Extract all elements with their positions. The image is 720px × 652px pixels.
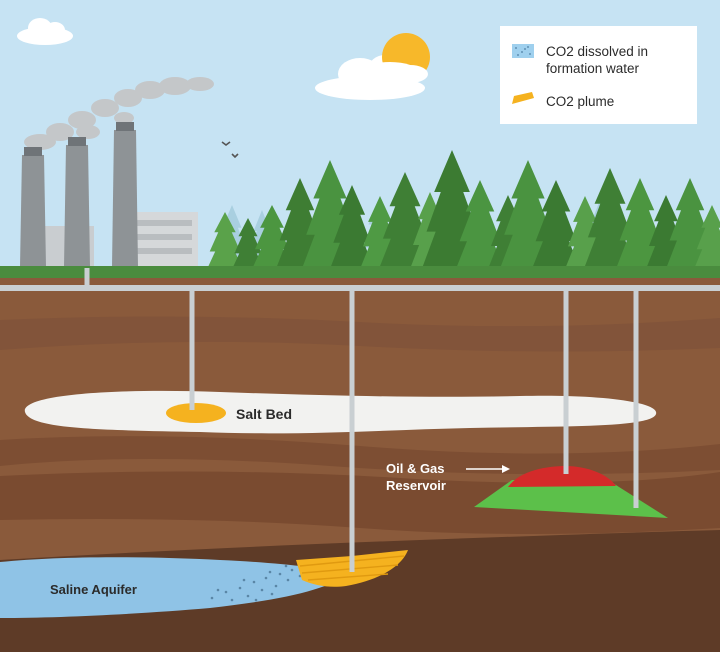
saline-aquifer-label: Saline Aquifer — [50, 582, 137, 597]
smoke — [24, 77, 214, 150]
saline-aquifer — [0, 557, 350, 618]
legend-dissolved-line2: formation water — [546, 61, 640, 76]
tree-icon — [499, 160, 557, 270]
tree-icon — [378, 172, 432, 270]
tree-icon — [583, 168, 637, 270]
soil-band — [0, 436, 720, 475]
factory-icon — [20, 122, 198, 267]
plume-swatch-icon — [512, 92, 534, 104]
dissolved-swatch-icon — [512, 44, 534, 58]
co2-plume-saltbed — [166, 403, 226, 423]
tree-icon — [531, 180, 581, 270]
grass — [0, 266, 720, 278]
reservoir-base — [474, 480, 668, 518]
oil-gas-cap — [508, 466, 616, 487]
legend: CO2 dissolved in formation water CO2 plu… — [500, 26, 697, 124]
reservoir-arrow-icon — [466, 465, 510, 473]
sun-icon — [362, 33, 430, 83]
legend-dissolved-line1: CO2 dissolved in — [546, 44, 648, 59]
tree-icon — [693, 205, 720, 270]
legend-plume: CO2 plume — [546, 94, 614, 109]
tree-icon — [206, 212, 244, 270]
dissolved-co2-dots — [210, 564, 302, 602]
cloud-icon — [17, 18, 73, 45]
reservoir-label-line1: Oil & Gas — [386, 461, 445, 476]
tree-icon — [615, 178, 665, 270]
tree-icon — [329, 185, 375, 270]
reservoir-label-line2: Reservoir — [386, 478, 446, 493]
salt-bed-label: Salt Bed — [236, 406, 292, 422]
tree-icon — [231, 218, 265, 270]
forest — [206, 150, 720, 270]
salt-bed — [24, 390, 657, 434]
pipeline — [0, 268, 720, 572]
soil-band — [0, 316, 720, 352]
bird-icon — [221, 141, 239, 159]
tree-icon — [455, 180, 505, 270]
